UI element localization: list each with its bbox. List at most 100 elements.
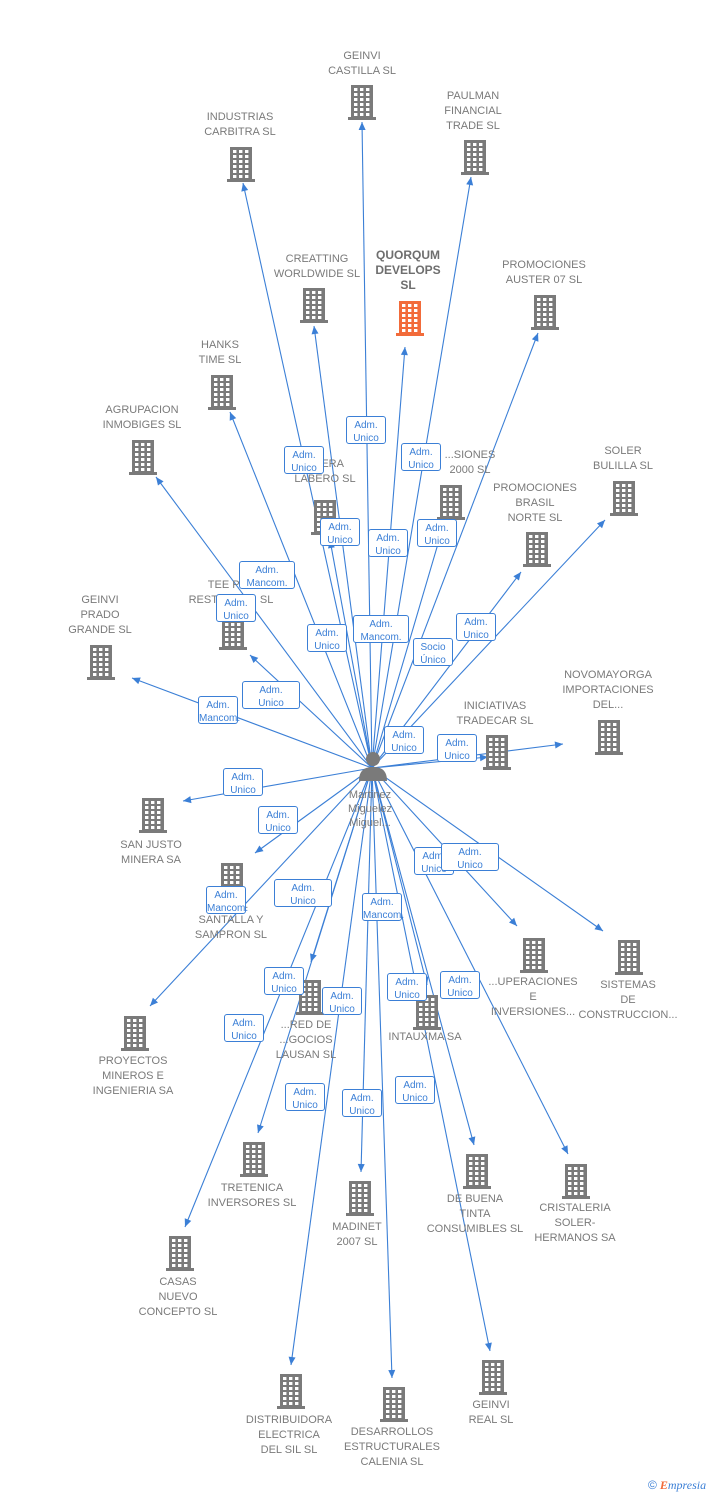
company-label-casas-nuevo[interactable]: CASAS NUEVO CONCEPTO SL <box>138 1276 218 1318</box>
building-icon[interactable] <box>476 1359 510 1395</box>
company-label-proyectos-mineros[interactable]: PROYECTOS MINEROS E INGENIERIA SA <box>92 1055 174 1097</box>
company-label-hanks-time[interactable]: HANKS TIME SL <box>198 339 242 366</box>
building-icon[interactable] <box>118 1015 152 1051</box>
building-icon[interactable] <box>163 1235 197 1271</box>
arrowhead-paulman-financial <box>466 177 474 186</box>
company-label-red-negocios[interactable]: ...RED DE ...GOCIOS LAUSAN SL <box>275 1019 337 1061</box>
building-icon[interactable] <box>377 1386 411 1422</box>
arrowhead-geinvi-real <box>484 1342 492 1351</box>
role-badge: Adm. Unico <box>264 967 304 995</box>
edge-paulman-financial <box>371 176 472 769</box>
footer-brand: © Empresia <box>648 1478 706 1493</box>
building-icon[interactable] <box>393 300 427 336</box>
arrowhead-geinvi-castilla <box>358 122 366 131</box>
arrowhead-iniciativas-tradecar <box>479 754 488 762</box>
edge-casas-nuevo <box>184 767 373 1228</box>
company-label-promociones-brasil[interactable]: PROMOCIONES BRASIL NORTE SL <box>493 482 577 524</box>
building-icon[interactable] <box>460 1153 494 1189</box>
edge-quorqum-develops <box>371 346 406 769</box>
copyright-symbol: © <box>648 1478 657 1492</box>
company-label-quorqum-develops[interactable]: QUORQUM DEVELOPS SL <box>375 248 441 292</box>
building-icon[interactable] <box>434 484 468 520</box>
arrowhead-distribuidora-electrica <box>288 1356 296 1365</box>
role-badge: Adm. Unico <box>440 971 480 999</box>
role-badge: Adm. Unico <box>437 734 477 762</box>
building-icon[interactable] <box>592 719 626 755</box>
role-badge: Adm. Unico <box>417 519 457 547</box>
building-icon[interactable] <box>612 939 646 975</box>
role-badge: Adm. Unico <box>223 768 263 796</box>
role-badge: Adm. Unico <box>387 973 427 1001</box>
role-badge: Adm. Unico <box>285 1083 325 1111</box>
building-icon[interactable] <box>345 84 379 120</box>
role-badge: Adm. Unico <box>368 529 408 557</box>
person-icon[interactable] <box>357 750 389 782</box>
person-name[interactable]: Martinez Miguelez Miguel... <box>347 789 393 829</box>
company-label-paulman-financial[interactable]: PAULMAN FINANCIAL TRADE SL <box>444 90 502 132</box>
company-label-soler-bulilla[interactable]: SOLER BULILLA SL <box>593 445 653 472</box>
company-label-agrupacion-inmobiges[interactable]: AGRUPACION INMOBIGES SL <box>102 404 182 431</box>
company-label-madinet[interactable]: MADINET 2007 SL <box>332 1221 382 1248</box>
company-label-industrias-carbitra[interactable]: INDUSTRIAS CARBITRA SL <box>204 111 276 138</box>
building-icon[interactable] <box>274 1373 308 1409</box>
arrowhead-de-buena-tinta <box>468 1136 476 1145</box>
company-label-desarrollos-estructurales[interactable]: DESARROLLOS ESTRUCTURALES CALENIA SL <box>344 1426 440 1468</box>
building-icon[interactable] <box>520 531 554 567</box>
building-icon[interactable] <box>136 797 170 833</box>
company-label-sistemas-construccion[interactable]: SISTEMAS DE CONSTRUCCION... <box>578 979 678 1021</box>
arrowhead-agrupacion-inmobiges <box>156 477 164 486</box>
company-label-geinvi-real[interactable]: GEINVI REAL SL <box>468 1399 514 1426</box>
role-badge: Adm. Unico <box>216 594 256 622</box>
company-label-inversiones-2000[interactable]: ...SIONES 2000 SL <box>444 449 496 476</box>
company-label-cristaleria-soler[interactable]: CRISTALERIA SOLER- HERMANOS SA <box>534 1202 616 1244</box>
edge-talleres-santalla <box>254 767 373 854</box>
role-badge: Adm. Unico <box>346 416 386 444</box>
company-label-promociones-auster[interactable]: PROMOCIONES AUSTER 07 SL <box>502 259 586 286</box>
company-label-iniciativas-tradecar[interactable]: INICIATIVAS TRADECAR SL <box>456 700 534 727</box>
company-label-san-justo[interactable]: SAN JUSTO MINERA SA <box>120 839 182 866</box>
company-label-geinvi-castilla[interactable]: GEINVI CASTILLA SL <box>328 50 396 77</box>
company-label-novomayorga[interactable]: NOVOMAYORGA IMPORTACIONES DEL... <box>562 669 654 711</box>
company-label-canteras-labero[interactable]: ...LERA LABERO SL <box>294 458 356 485</box>
arrowhead-industrias-carbitra <box>241 183 249 192</box>
edge-industrias-carbitra <box>242 182 373 769</box>
edge-proyectos-mineros <box>149 767 373 1007</box>
arrowhead-sistemas-construccion <box>594 923 603 931</box>
arrowhead-san-justo <box>183 796 192 804</box>
building-icon[interactable] <box>559 1163 593 1199</box>
edge-de-buena-tinta <box>371 767 475 1146</box>
arrowhead-madinet <box>357 1163 365 1172</box>
arrowhead-creatting-worldwide <box>311 326 319 335</box>
company-label-de-buena-tinta[interactable]: DE BUENA TINTA CONSUMIBLES SL <box>426 1193 524 1235</box>
arrowhead-promociones-auster <box>531 333 539 342</box>
role-badge: Adm. Unico <box>320 518 360 546</box>
company-label-intauxma[interactable]: INTAUXMA SA <box>388 1031 462 1043</box>
company-label-creatting-worldwide[interactable]: CREATTING WORLDWIDE SL <box>273 253 361 280</box>
building-icon[interactable] <box>224 146 258 182</box>
company-label-geinvi-prado[interactable]: GEINVI PRADO GRANDE SL <box>68 594 132 636</box>
role-badge: Adm. Unico <box>284 446 324 474</box>
building-icon[interactable] <box>607 480 641 516</box>
building-icon[interactable] <box>297 287 331 323</box>
role-badge: Adm. Unico <box>456 613 496 641</box>
building-icon[interactable] <box>343 1180 377 1216</box>
arrowhead-tee-pee <box>250 655 259 664</box>
building-icon[interactable] <box>237 1141 271 1177</box>
company-label-tretenica[interactable]: TRETENICA INVERSORES SL <box>207 1182 297 1209</box>
role-badge: Adm. Unico <box>441 843 499 871</box>
arrowhead-tretenica <box>257 1124 264 1133</box>
building-icon[interactable] <box>126 439 160 475</box>
company-label-recuperaciones[interactable]: ...UPERACIONES E INVERSIONES... <box>488 976 578 1018</box>
building-icon[interactable] <box>458 139 492 175</box>
edge-desarrollos-estructurales <box>371 767 393 1379</box>
building-icon[interactable] <box>205 374 239 410</box>
arrowhead-novomayorga <box>554 741 563 749</box>
building-icon[interactable] <box>84 644 118 680</box>
company-label-distribuidora-electrica[interactable]: DISTRIBUIDORA ELECTRICA DEL SIL SL <box>245 1414 333 1456</box>
building-icon[interactable] <box>528 294 562 330</box>
building-icon[interactable] <box>517 937 551 973</box>
edge-tee-pee <box>249 654 373 769</box>
role-badge: Adm. Unico <box>384 726 424 754</box>
building-icon[interactable] <box>480 734 514 770</box>
edge-geinvi-real <box>371 767 491 1352</box>
